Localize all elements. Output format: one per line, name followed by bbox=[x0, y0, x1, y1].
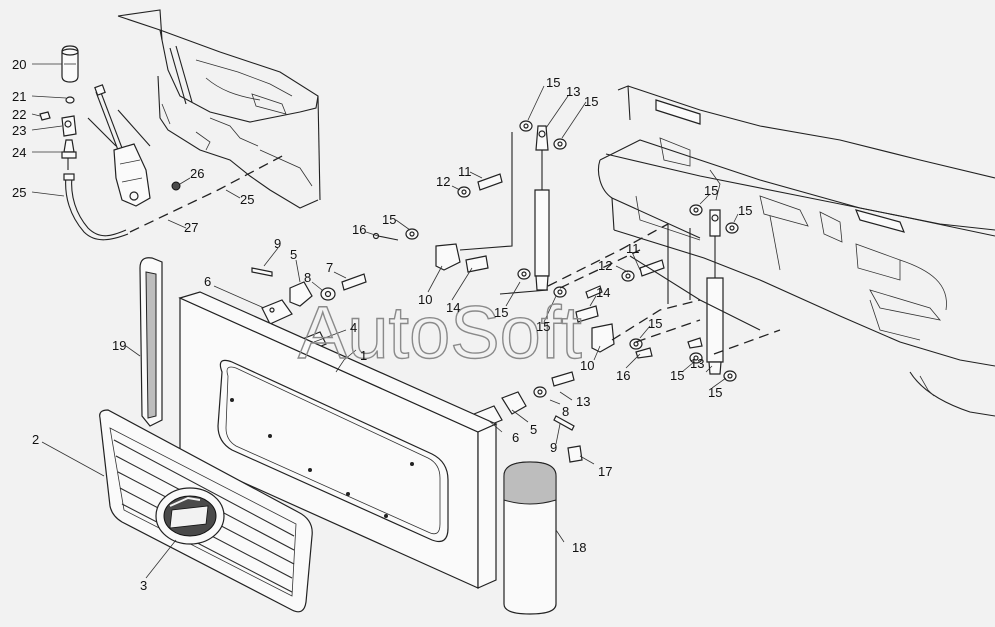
grille-panel bbox=[178, 291, 498, 589]
callout-label: 13 bbox=[566, 84, 580, 99]
callout-label: 10 bbox=[418, 292, 432, 307]
callout-label: 15 bbox=[382, 212, 396, 227]
callout-label: 11 bbox=[458, 164, 472, 179]
callout-label: 21 bbox=[12, 89, 26, 104]
callout-label: 25 bbox=[12, 185, 26, 200]
cab-front-right-section bbox=[597, 85, 995, 417]
callout-label: 9 bbox=[550, 440, 557, 455]
callout-label: 15 bbox=[704, 183, 718, 198]
callout-label: 9 bbox=[274, 236, 281, 251]
watermark-text: AutoSoft bbox=[298, 291, 582, 374]
callout-label: 15 bbox=[738, 203, 752, 218]
callout-label: 15 bbox=[546, 75, 560, 90]
callout-label: 12 bbox=[598, 258, 612, 273]
callout-label: 19 bbox=[112, 338, 126, 353]
callout-label: 15 bbox=[536, 319, 550, 334]
callout-label: 6 bbox=[512, 430, 519, 445]
callout-label: 5 bbox=[290, 247, 297, 262]
assembly-lines bbox=[499, 223, 781, 355]
hinges-left bbox=[261, 281, 327, 353]
hood-lock-assembly bbox=[87, 84, 181, 207]
callout-label: 3 bbox=[140, 578, 147, 593]
front-grille bbox=[99, 409, 313, 613]
callout-label: 23 bbox=[12, 123, 26, 138]
callout-label: 7 bbox=[326, 260, 333, 275]
callout-label: 12 bbox=[436, 174, 450, 189]
callout-label: 10 bbox=[580, 358, 594, 373]
side-seal bbox=[139, 257, 163, 427]
gas-strut-right bbox=[706, 209, 724, 375]
callout-label: 22 bbox=[12, 107, 26, 122]
callout-label: 20 bbox=[12, 57, 26, 72]
callout-label: 15 bbox=[494, 305, 508, 320]
callout-label: 15 bbox=[584, 94, 598, 109]
callout-labels: 20 21 22 23 24 25 26 25 27 15 13 15 11 1… bbox=[12, 57, 752, 593]
cab-front-left-section bbox=[117, 9, 321, 209]
callout-label: 25 bbox=[240, 192, 254, 207]
callout-label: 1 bbox=[360, 348, 367, 363]
callout-label: 4 bbox=[350, 320, 357, 335]
washers bbox=[320, 120, 739, 398]
callout-label: 15 bbox=[648, 316, 662, 331]
hinge-brackets bbox=[435, 132, 615, 353]
callout-label: 18 bbox=[572, 540, 586, 555]
callout-label: 11 bbox=[626, 241, 640, 256]
callout-label: 14 bbox=[596, 285, 610, 300]
callout-label: 13 bbox=[576, 394, 590, 409]
callout-label: 5 bbox=[530, 422, 537, 437]
callout-label: 17 bbox=[598, 464, 612, 479]
callout-label: 14 bbox=[446, 300, 460, 315]
leader-lines bbox=[31, 63, 739, 579]
bolts bbox=[341, 173, 665, 387]
callout-label: 16 bbox=[352, 222, 366, 237]
callout-label: 24 bbox=[12, 145, 26, 160]
reservoir bbox=[503, 445, 583, 615]
pins bbox=[251, 232, 703, 431]
callout-label: 8 bbox=[562, 404, 569, 419]
callout-label: 6 bbox=[204, 274, 211, 289]
callout-label: 2 bbox=[32, 432, 39, 447]
callout-label: 15 bbox=[708, 385, 722, 400]
gas-strut-left bbox=[534, 125, 550, 291]
hood-release-cable bbox=[63, 153, 287, 241]
callout-label: 15 bbox=[670, 368, 684, 383]
callout-label: 16 bbox=[616, 368, 630, 383]
callout-label: 13 bbox=[690, 356, 704, 371]
callout-label: 27 bbox=[184, 220, 198, 235]
lock-small-parts bbox=[39, 45, 79, 170]
callout-label: 8 bbox=[304, 270, 311, 285]
callout-label: 26 bbox=[190, 166, 204, 181]
